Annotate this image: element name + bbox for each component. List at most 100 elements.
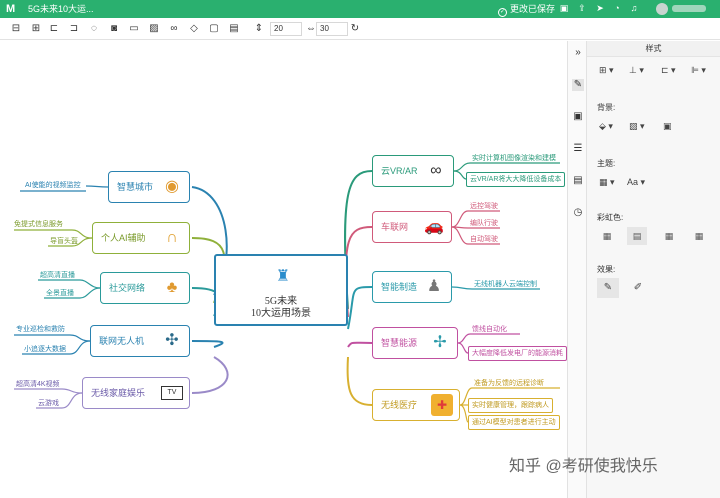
leaf-car-3[interactable]: 自动驾驶 [470, 236, 498, 243]
structure-icon[interactable]: ⊥ ▾ [629, 65, 644, 75]
summary-icon[interactable]: ◙ [110, 23, 118, 34]
drone-icon: ✣ [165, 332, 179, 349]
document-title[interactable]: 5G未来10大运... [28, 4, 94, 14]
side-icon-strip: » ✎ ▣ ☰ ▤ ◷ [567, 41, 587, 498]
layout-icon[interactable]: ⊞ ▾ [599, 65, 614, 75]
rainbow-option-4[interactable]: ▦ [694, 231, 704, 241]
marker-icon[interactable]: ▢ [209, 23, 219, 34]
relation-icon[interactable]: ⊐ [69, 23, 79, 34]
topic-medical[interactable]: 无线医疗 ✚ [372, 389, 460, 421]
formula-icon[interactable]: ▤ [229, 23, 239, 34]
comment-icon[interactable]: ◌ [91, 23, 97, 34]
leaf-car-1[interactable]: 远控驾驶 [470, 203, 498, 210]
leaf-energy-2[interactable]: 大幅度降低发电厂的能源消耗 [468, 346, 567, 361]
topic-vr[interactable]: 云VR/AR ∞ [372, 155, 454, 187]
user-avatar[interactable] [656, 3, 668, 15]
line-width-icon: ⇔ [306, 23, 316, 34]
topic-energy[interactable]: 智慧能源 ✢ [372, 327, 458, 359]
leaf-medical-2[interactable]: 实时健康管理，跟踪病人 [468, 398, 553, 413]
theme-font-label: Aa [627, 177, 639, 187]
rainbow-option-2[interactable]: ▤ [627, 227, 647, 245]
leaf-mfg-1[interactable]: 无线机器人云端控制 [474, 281, 537, 288]
export-icon[interactable]: ⇪ [578, 3, 586, 13]
check-icon: ✓ [498, 8, 507, 17]
leaf-social-2[interactable]: 全景直播 [46, 290, 74, 297]
notification-icon[interactable]: ◔ [614, 3, 620, 13]
theme-color-icon[interactable]: ▦ ▾ [599, 177, 615, 187]
app-logo[interactable]: M [6, 3, 16, 15]
refresh-icon[interactable]: ↻ [350, 23, 360, 34]
leaf-ai-assist-1[interactable]: 免提式信息服务 [14, 221, 63, 228]
leaf-ai-assist-2[interactable]: 导盲头盔 [50, 238, 78, 245]
topic-label: 社交网络 [109, 283, 146, 293]
user-name-blurred[interactable] [672, 5, 706, 12]
leaf-smart-city-1[interactable]: AI使能的视频监控 [25, 182, 81, 189]
topic-home-ent[interactable]: 无线家庭娱乐 TV [82, 377, 190, 409]
topic-label: 个人AI辅助 [101, 233, 146, 243]
leaf-home-ent-2[interactable]: 云游戏 [38, 400, 59, 407]
topic-mfg[interactable]: 智能制造 ♟ [372, 271, 452, 303]
car-icon: 🚗 [424, 218, 444, 235]
leaf-drone-2[interactable]: 小追逐大数据 [24, 346, 66, 353]
title-bar: M 5G未来10大运... ✓更改已保存 ▣ ⇪ ➤ ◔ ♫ [0, 0, 720, 18]
history-icon[interactable]: ◷ [573, 207, 583, 218]
save-icon[interactable]: ▣ [559, 3, 569, 13]
central-topic[interactable]: ♜ 5G未来 10大运用场景 [214, 254, 348, 326]
watermark-text: 知乎 @考研使我快乐 [509, 458, 658, 475]
effect-label: 效果: [597, 265, 616, 274]
line-width-input[interactable]: 30 [316, 22, 348, 36]
topic-ai-assist[interactable]: 个人AI辅助 ∩ [92, 222, 190, 254]
image-icon[interactable]: ▨ [149, 23, 159, 34]
topic-label: 智能制造 [381, 282, 418, 292]
outline-icon[interactable]: ☰ [573, 143, 583, 154]
leaf-medical-3[interactable]: 通过AI模型对患者进行主动 [468, 415, 560, 430]
topic-car[interactable]: 车联网 🚗 [372, 211, 452, 243]
topic-smart-city[interactable]: 智慧城市 ◉ [108, 171, 190, 203]
font-size-icon: ⇕ [254, 23, 264, 34]
leaf-drone-1[interactable]: 专业巡检和救防 [16, 326, 65, 333]
note-icon[interactable]: ▭ [129, 23, 139, 34]
vr-glasses-icon: ∞ [430, 162, 442, 179]
collapse-panel-icon[interactable]: » [575, 47, 581, 58]
image-panel-icon[interactable]: ▣ [573, 111, 583, 122]
connector-style-icon[interactable]: ⊏ ▾ [661, 65, 676, 75]
topic-social[interactable]: 社交网络 ♣ [100, 272, 190, 304]
theme-label: 主题: [597, 159, 616, 168]
insert-parent-icon[interactable]: ⊏ [49, 23, 59, 34]
notes-icon[interactable]: ▤ [573, 175, 583, 186]
leaf-home-ent-1[interactable]: 超高清4K视频 [16, 381, 60, 388]
rainbow-option-3[interactable]: ▦ [664, 231, 674, 241]
leaf-car-2[interactable]: 编队行驶 [470, 220, 498, 227]
tag-icon[interactable]: ◇ [190, 23, 198, 34]
link-icon[interactable]: ∞ [170, 23, 178, 34]
background-image-icon[interactable]: ▨ ▾ [629, 121, 645, 131]
leaf-energy-1[interactable]: 馈线自动化 [472, 326, 507, 333]
topic-label: 无线家庭娱乐 [91, 388, 146, 398]
fill-color-icon[interactable]: ⬙ ▾ [599, 121, 613, 131]
topic-label: 无线医疗 [381, 400, 418, 410]
leaf-vr-2[interactable]: 云VR/AR将大大降低设备成本 [466, 172, 566, 187]
style-brush-icon[interactable]: ✎ [572, 79, 584, 91]
save-status: ✓更改已保存 [498, 4, 555, 17]
effect-hand-drawn-icon[interactable]: ✎ [597, 278, 619, 298]
insert-topic-icon[interactable]: ⊟ [11, 23, 21, 34]
effect-pen-icon[interactable]: ✐ [633, 282, 643, 293]
leaf-vr-1[interactable]: 实时计算机图像渲染和建模 [472, 155, 556, 162]
bell-icon[interactable]: ♫ [630, 3, 638, 13]
spacing-icon[interactable]: ⊫ ▾ [691, 65, 706, 75]
share-icon[interactable]: ➤ [596, 3, 604, 13]
watermark-icon[interactable]: ▣ [663, 121, 672, 131]
theme-font-select[interactable]: Aa ▾ [627, 177, 646, 187]
toolbar: ⊟ ⊞ ⊏ ⊐ ◌ ◙ ▭ ▨ ∞ ◇ ▢ ▤ ⇕ 20 ⇔ 30 ↻ [0, 18, 720, 40]
headphones-icon: ∩ [166, 229, 178, 246]
insert-subtopic-icon[interactable]: ⊞ [31, 23, 41, 34]
style-panel: 样式 ⊞ ▾ ⊥ ▾ ⊏ ▾ ⊫ ▾ 背景: ⬙ ▾ ▨ ▾ ▣ 主题: ▦ ▾… [587, 41, 720, 498]
topic-drone[interactable]: 联网无人机 ✣ [90, 325, 190, 357]
connector-mfg [347, 286, 373, 330]
connector-car [344, 226, 373, 318]
mindmap-canvas[interactable]: ♜ 5G未来 10大运用场景 智慧城市 ◉ 个人AI辅助 ∩ 社交网络 ♣ 联网… [0, 41, 567, 498]
font-size-input[interactable]: 20 [270, 22, 302, 36]
rainbow-option-1[interactable]: ▦ [602, 231, 612, 241]
leaf-social-1[interactable]: 超高清直播 [40, 272, 75, 279]
leaf-medical-1[interactable]: 准备为反馈的远程诊断 [474, 380, 544, 387]
